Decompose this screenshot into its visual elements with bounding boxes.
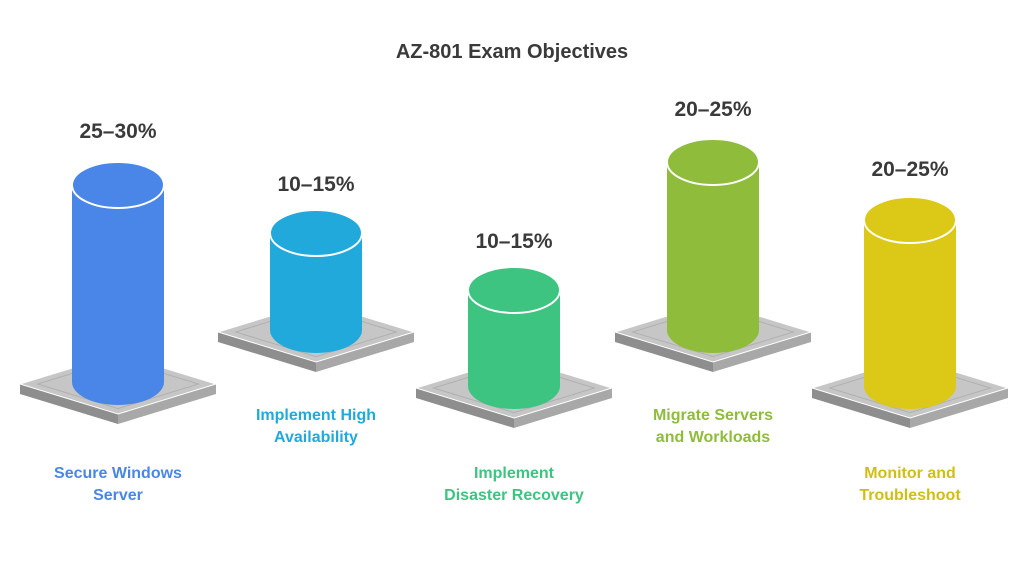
- objective-name: Migrate Servers and Workloads: [653, 407, 773, 446]
- cylinder-body: [468, 290, 560, 409]
- platform-right-face: [514, 388, 612, 428]
- weight-label: 20–25%: [871, 158, 948, 181]
- objective-name-line: Monitor and: [864, 465, 956, 482]
- cylinder-top: [71, 161, 165, 209]
- platform-right-face: [910, 388, 1008, 428]
- weight-label: 25–30%: [79, 120, 156, 143]
- objective-name-line: Secure Windows: [54, 465, 182, 482]
- objective-name-line: Migrate Servers: [653, 407, 773, 424]
- platform-left-face: [218, 332, 316, 372]
- platform-right-face: [316, 332, 414, 372]
- platform-left-face: [20, 384, 118, 424]
- objective-name-line: Implement: [474, 465, 555, 482]
- weight-label: 10–15%: [475, 230, 552, 253]
- objective-name-line: Implement High: [256, 407, 376, 424]
- cylinder-top: [467, 266, 561, 314]
- cylinder-top: [863, 196, 957, 244]
- diagram-title: AZ-801 Exam Objectives: [396, 41, 628, 63]
- objective-name-line: Server: [93, 487, 143, 504]
- platform-right-face: [713, 332, 811, 372]
- objective-name-line: Troubleshoot: [859, 487, 961, 504]
- objective-name-line: and Workloads: [656, 429, 770, 446]
- platform-left-face: [416, 388, 514, 428]
- platform-left-face: [812, 388, 910, 428]
- platform-left-face: [615, 332, 713, 372]
- objective-name-line: Disaster Recovery: [444, 487, 584, 504]
- cylinder-top: [666, 138, 760, 186]
- weight-label: 20–25%: [674, 98, 751, 121]
- objective-name-line: Availability: [274, 429, 358, 446]
- cylinder-body: [864, 220, 956, 409]
- cylinder-top: [269, 209, 363, 257]
- cylinder-body: [270, 233, 362, 353]
- objective-4: 20–25% Migrate Servers and Workloads: [613, 98, 813, 446]
- platform-right-face: [118, 384, 216, 424]
- weight-label: 10–15%: [277, 173, 354, 196]
- cylinder-body: [667, 162, 759, 353]
- cylinder-body: [72, 185, 164, 405]
